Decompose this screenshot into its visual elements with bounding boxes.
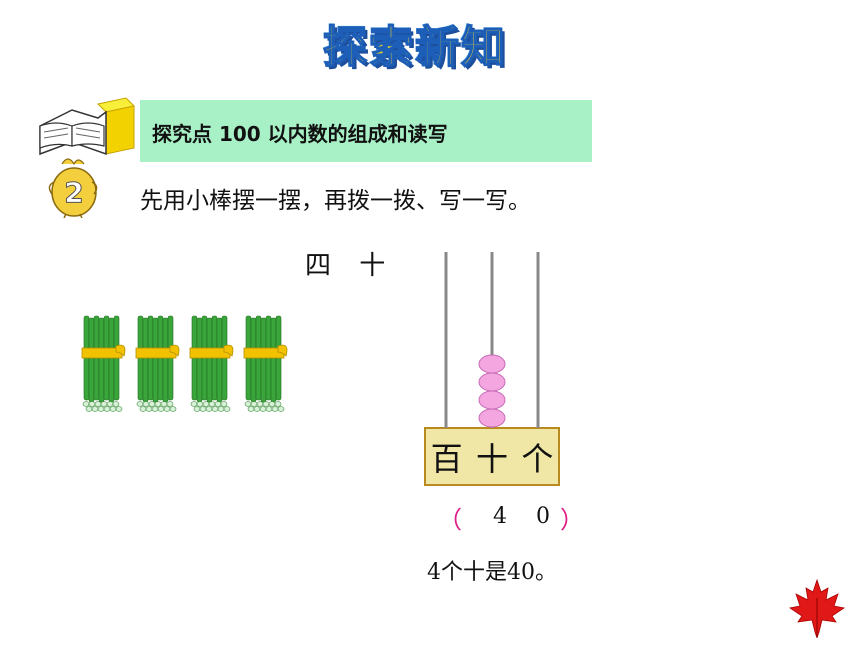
abacus-base (424, 427, 560, 486)
answer-box: （ 4 0 ） (438, 500, 584, 534)
abacus-bead (478, 408, 506, 428)
badge-number: 2 (64, 176, 83, 209)
stick-bundle (189, 315, 234, 412)
maple-leaf-icon (788, 578, 846, 638)
number-word: 四 十 (305, 251, 396, 281)
close-paren: ） (560, 506, 584, 534)
abacus (424, 252, 560, 486)
chick-icon: 2 (48, 158, 98, 218)
stick-bundle (243, 315, 288, 412)
ones-digit: 0 (536, 504, 550, 529)
abacus-bead (478, 354, 506, 374)
topic-banner: 探究点 100 以内数的组成和读写 (140, 100, 592, 162)
open-paren: （ (438, 506, 462, 534)
abacus-bead (478, 372, 506, 392)
banner-text: 探究点 100 以内数的组成和读写 (152, 122, 448, 146)
instruction-text: 先用小棒摆一摆，再拨一拨、写一写。 (140, 188, 531, 214)
page-title: 探索新知 (322, 21, 507, 74)
abacus-bead (478, 390, 506, 410)
stick-bundle (135, 315, 180, 412)
tens-digit: 4 (493, 504, 507, 529)
open-book-icon (39, 97, 136, 156)
stick-bundle (81, 315, 126, 412)
stick-bundles (81, 315, 288, 412)
conclusion-sentence: 4个十是40。 (427, 560, 557, 585)
